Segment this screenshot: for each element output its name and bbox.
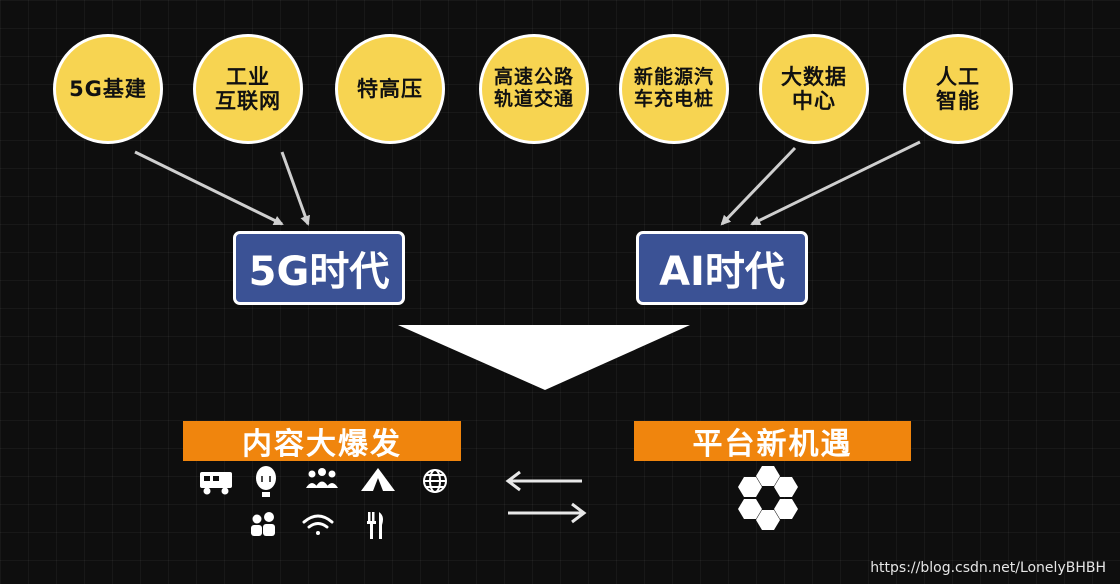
platform-opportunity-banner: 平台新机遇: [634, 421, 911, 462]
circle-uhv: 特高压: [335, 34, 445, 144]
arrow-industrial: [280, 151, 310, 226]
watermark: https://blog.csdn.net/LonelyBHBH: [870, 560, 1106, 576]
hexagon-cluster-icon: [738, 466, 798, 530]
era-5g-box: 5G时代: [233, 231, 405, 305]
tent-icon: [361, 468, 395, 491]
circle-big-data-center: 大数据 中心: [759, 34, 869, 144]
merge-chevron: [398, 325, 690, 390]
cutlery-icon: [367, 512, 383, 539]
group-icon: [306, 468, 338, 488]
globe-icon: [423, 469, 447, 493]
couple-icon: [251, 512, 275, 536]
content-explosion-banner: 内容大爆发: [183, 421, 461, 462]
circle-ev-charging: 新能源汽 车充电桩: [619, 34, 729, 144]
balloon-icon: [256, 466, 276, 497]
arrow-5g-infra: [134, 150, 284, 226]
circle-highway-rail: 高速公路 轨道交通: [479, 34, 589, 144]
circle-5g-infrastructure: 5G基建: [53, 34, 163, 144]
rv-icon: [200, 472, 232, 495]
era-ai-box: AI时代: [636, 231, 808, 305]
arrow-bigdata: [720, 146, 797, 226]
circle-industrial-internet: 工业 互联网: [193, 34, 303, 144]
wifi-icon: [302, 514, 334, 535]
exchange-arrows-icon: [505, 470, 587, 524]
arrow-ai: [750, 140, 921, 226]
circle-artificial-intelligence: 人工 智能: [903, 34, 1013, 144]
